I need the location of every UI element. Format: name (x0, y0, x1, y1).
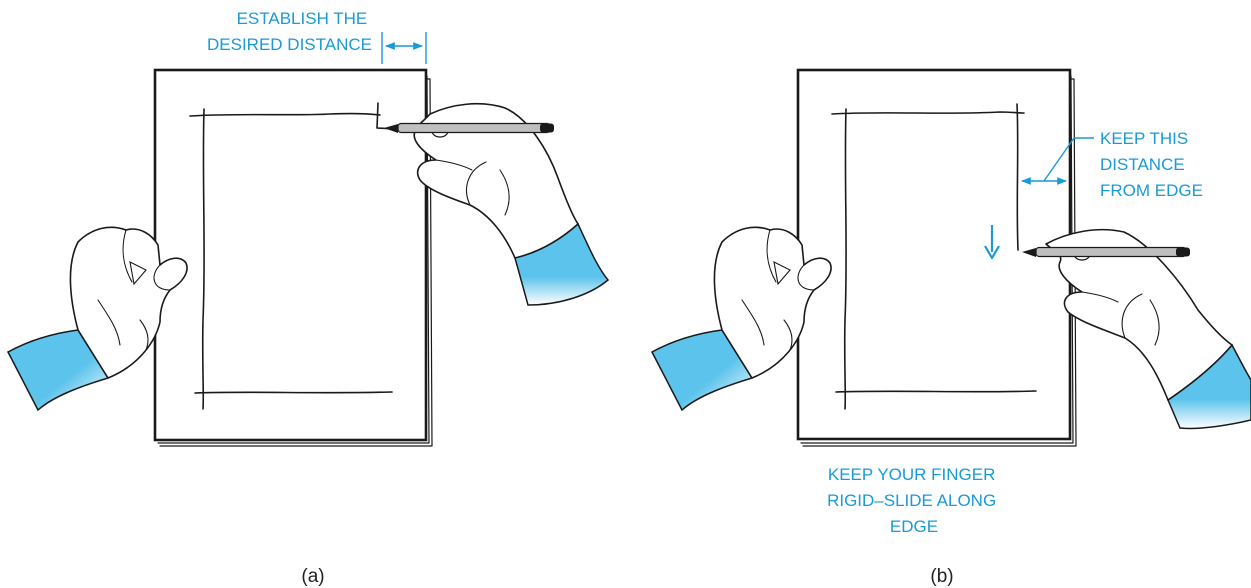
right-hand-b (1046, 230, 1251, 429)
panel-a: ESTABLISH THE DESIRED DISTANCE (a) (8, 9, 608, 587)
callout-keep-distance: KEEP THIS DISTANCE FROM EDGE (1100, 129, 1203, 200)
caption-a: (a) (301, 566, 324, 587)
callout-a-line-2: DESIRED DISTANCE (207, 35, 372, 54)
callout-a-line-1: ESTABLISH THE (237, 9, 368, 28)
callout-b-line-1: KEEP THIS (1100, 129, 1188, 148)
note-b-line-1: KEEP YOUR FINGER (828, 465, 996, 484)
pencil-a (384, 124, 554, 134)
caption-b: (b) (930, 566, 953, 587)
note-b-line-3: EDGE (890, 517, 938, 536)
distance-indicator-a (382, 32, 426, 64)
paper-stack-b (798, 70, 1076, 446)
right-hand-a (414, 104, 608, 305)
note-keep-finger-rigid: KEEP YOUR FINGER RIGID–SLIDE ALONG EDGE (827, 465, 1001, 536)
pencil-b (1022, 248, 1190, 258)
callout-b-line-3: FROM EDGE (1100, 181, 1203, 200)
panel-b: KEEP THIS DISTANCE FROM EDGE KEEP YOUR F… (652, 70, 1251, 587)
callout-b-line-2: DISTANCE (1100, 155, 1185, 174)
callout-establish-distance: ESTABLISH THE DESIRED DISTANCE (207, 9, 372, 54)
note-b-line-2: RIGID–SLIDE ALONG (827, 491, 996, 510)
